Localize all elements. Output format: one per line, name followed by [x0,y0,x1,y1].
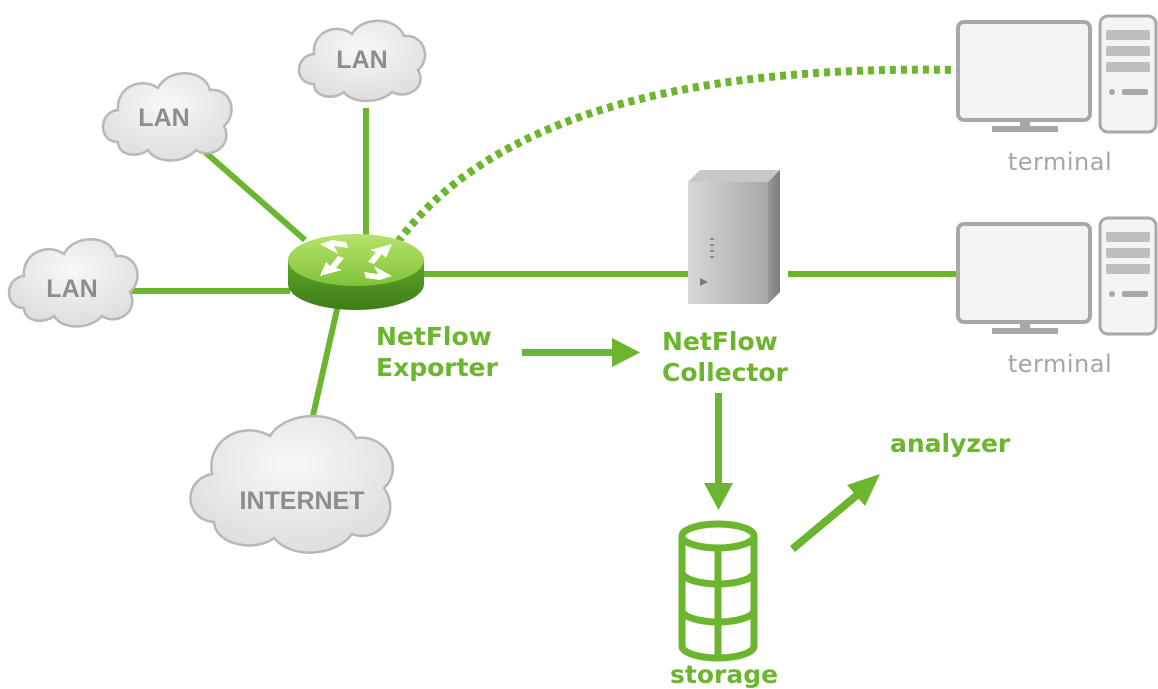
terminal-bottom: terminal [956,216,1158,378]
storage-label: storage [670,660,778,689]
arrow-storage-to-analyzer [790,474,880,552]
tower-icon [1098,14,1158,134]
arrow-collector-to-storage [704,393,733,510]
cloud-icon [101,72,233,162]
terminal-top: terminal [956,14,1158,176]
cloud-internet: INTERNET [189,414,395,554]
arrow-exporter-to-collector [522,338,640,367]
tower-icon [1098,216,1158,336]
exporter-label-line2: Exporter [376,353,499,382]
link-dotted-terminal [394,65,959,245]
flow-arrows [522,338,880,552]
analyzer-label: analyzer [890,429,1011,458]
link-lan-upper-left [203,149,307,243]
cloud-label: LAN [46,275,97,303]
cloud-label: LAN [138,104,189,132]
terminal-label: terminal [1008,148,1112,176]
cloud-label: LAN [336,46,387,74]
cloud-lan-left: LAN [7,238,139,328]
connections [130,65,959,421]
cloud-label: INTERNET [240,487,365,515]
collector-label-line2: Collector [662,358,789,387]
collector-label-line1: NetFlow [662,327,778,356]
server-icon [688,170,780,304]
link-internet [309,304,341,421]
cloud-lan-upper-left: LAN [101,72,233,162]
monitor-icon [956,222,1092,334]
cloud-icon [7,238,139,328]
monitor-icon [956,20,1092,132]
database-icon [678,520,758,662]
exporter-label-line1: NetFlow [376,322,492,351]
router-icon [288,234,424,310]
cloud-icon [189,414,395,554]
terminal-label: terminal [1008,350,1112,378]
cloud-lan-top: LAN [297,19,427,103]
cloud-icon [297,19,427,103]
